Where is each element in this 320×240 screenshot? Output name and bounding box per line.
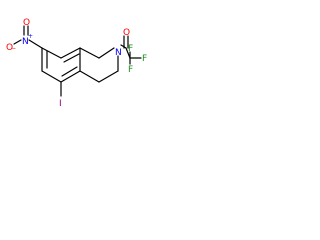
bond-c4a-c5-inner: [61, 66, 78, 77]
bond-c7-c8: [41, 47, 62, 59]
nitro-oxygen-double: O: [23, 18, 30, 28]
bond-carbonyl-c-cf3: [125, 47, 131, 59]
bond-c8-c8a: [60, 47, 81, 59]
carbonyl-oxygen: O: [123, 28, 130, 38]
bond-c1-n2: [98, 47, 115, 59]
bond-c7-nitro-n: [28, 39, 43, 49]
molecule-structure: O − N + O N O F F F I: [6, 18, 147, 109]
fluorine-right: F: [142, 54, 147, 64]
nitro-nitrogen-charge: +: [28, 33, 33, 40]
bond-c3-c4: [98, 70, 119, 83]
fluorine-top: F: [128, 44, 133, 54]
fluorine-bottom: F: [128, 65, 133, 75]
iodine-atom: I: [59, 99, 62, 109]
bond-c5-c6: [41, 70, 62, 83]
atom-labels: O − N + O N O F F F I: [6, 18, 147, 109]
bonds: [13, 25, 142, 97]
ring-nitrogen: N: [115, 48, 122, 58]
bond-c4a-c5: [60, 70, 81, 83]
bond-c8-c8a-inner: [63, 53, 80, 63]
bond-c4-c4a: [79, 70, 100, 83]
nitro-oxygen-single: O: [6, 43, 13, 53]
bond-nitro-n-o-single: [13, 39, 22, 45]
nitro-oxygen-charge: −: [11, 45, 16, 52]
bond-c8a-c1: [79, 47, 100, 59]
nitro-nitrogen: N: [22, 37, 29, 47]
